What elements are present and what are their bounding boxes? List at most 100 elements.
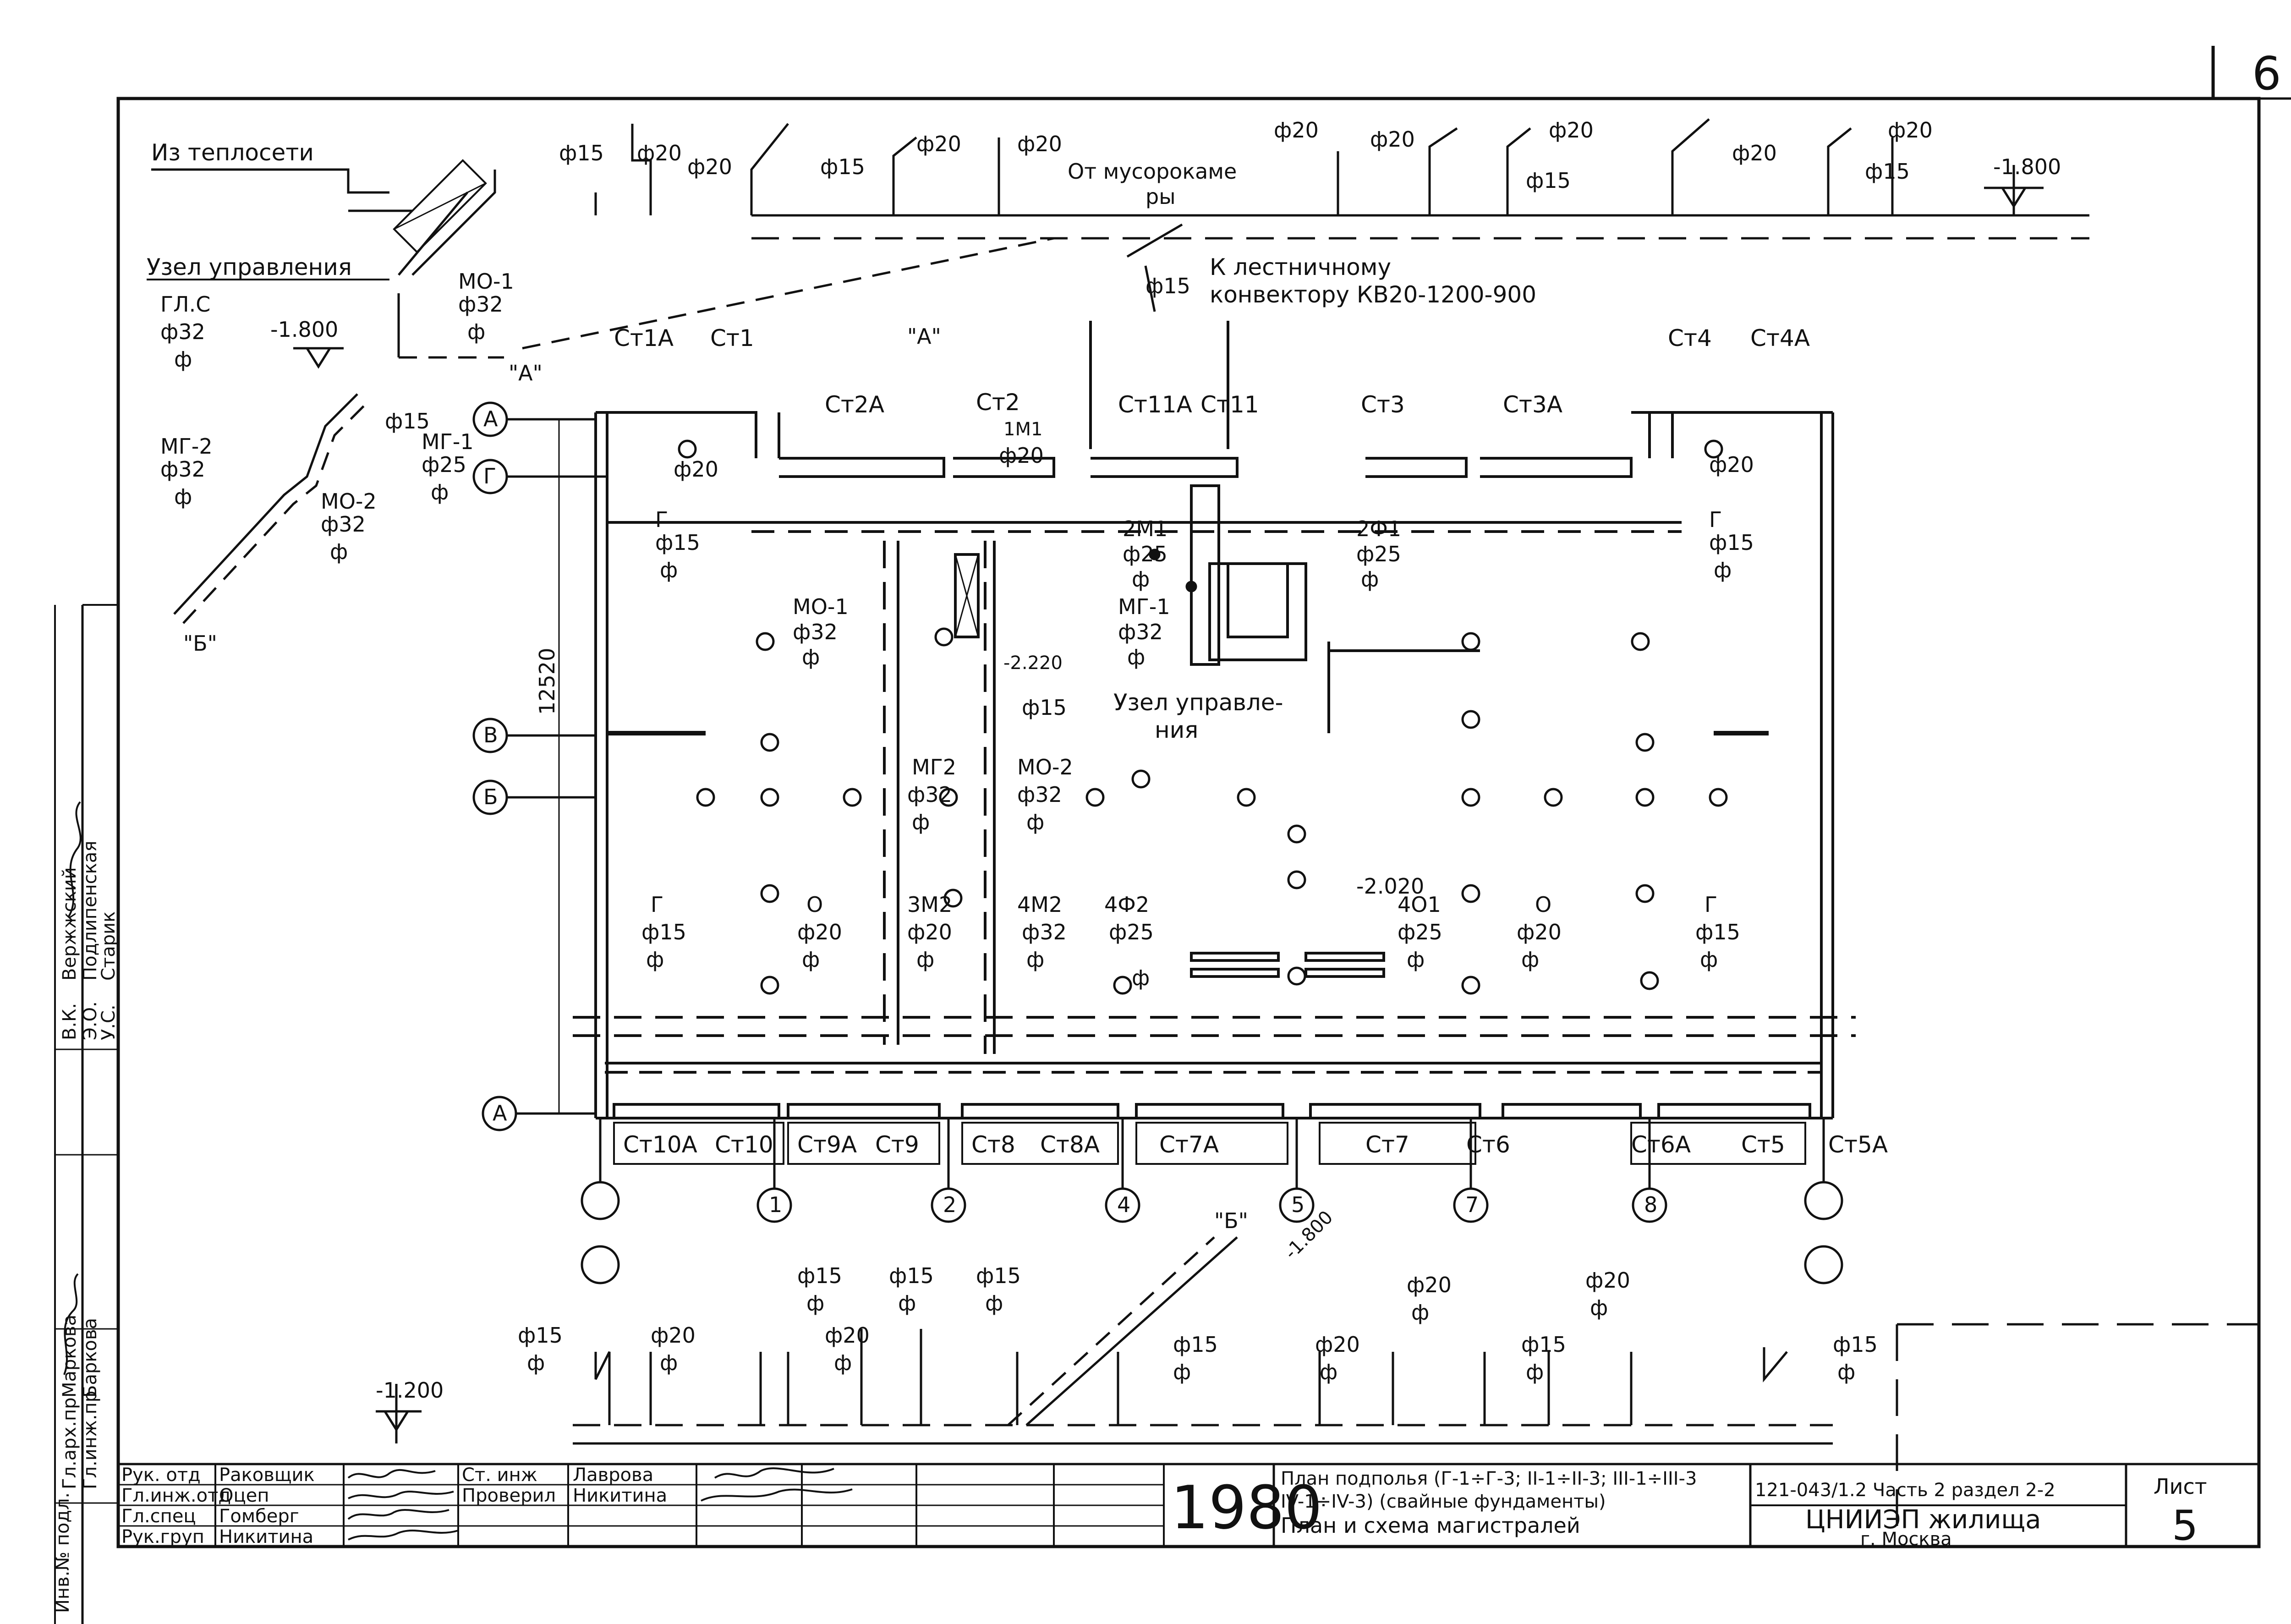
sheet-number-box: 6 <box>2211 46 2291 100</box>
axis-1: 1 <box>769 1192 782 1217</box>
mo1-top-tag: МО-1 <box>458 269 514 294</box>
bottom-phi-7: ф <box>1173 1360 1191 1384</box>
riser-st7: Ст7 <box>1365 1131 1409 1158</box>
side-stamp-vk: В.К. <box>59 1003 80 1040</box>
top-d-5: ф20 <box>916 132 961 156</box>
plan-axes <box>472 401 1843 1284</box>
side-stamp-name1: Вержжский <box>59 867 80 981</box>
tag-4o1-d: ф25 <box>1398 920 1442 944</box>
tb-r2-c3: Проверил <box>462 1485 556 1506</box>
bottom-d-3: ф15 <box>797 1263 842 1288</box>
bottom-d-11: ф20 <box>1585 1268 1630 1293</box>
riser-st8a: Ст8А <box>1040 1131 1100 1158</box>
side-stamp: В.К. Вержжский Э.О. Подлипенская У.С. Ст… <box>52 841 119 1613</box>
tag-mg2: МГ2 <box>912 755 956 779</box>
top-d-7: ф20 <box>1274 118 1319 143</box>
mo2-top-tag: МО-2 <box>321 489 377 514</box>
tag-4m2: 4М2 <box>1017 892 1062 917</box>
bottom-phi-8: ф <box>1320 1360 1337 1384</box>
riser-st9: Ст9 <box>875 1131 919 1158</box>
center-unit-1: Узел управле- <box>1113 689 1283 716</box>
tag-d15-center: ф15 <box>1022 695 1067 720</box>
riser-st5: Ст5 <box>1741 1131 1785 1158</box>
gl-c-tag: ГЛ.С <box>160 292 210 317</box>
tb-r2-c4: Никитина <box>573 1485 667 1506</box>
tb-code: 121-043/1.2 Часть 2 раздел 2-2 <box>1755 1480 2055 1501</box>
bottom-phi-12: ф <box>1837 1360 1855 1384</box>
bottom-phi-11: ф <box>1590 1295 1608 1320</box>
riser-st1: Ст1 <box>710 325 754 351</box>
tb-r3-c2: Гомберг <box>219 1506 299 1527</box>
tb-desc-1: План подполья (Г-1÷Г-3; II-1÷II-3; III-1… <box>1281 1468 1697 1489</box>
tb-sheet-label: Лист <box>2154 1474 2207 1499</box>
bottom-d-5: ф15 <box>889 1263 934 1288</box>
riser-st4: Ст4 <box>1668 325 1712 351</box>
tag-2f1-d: ф25 <box>1356 542 1401 566</box>
tag-d15-right: ф15 <box>1709 530 1754 555</box>
frame <box>116 97 2261 1548</box>
bottom-phi-6: ф <box>985 1291 1003 1316</box>
risers-top: Ст1А Ст1 Ст2А Ст2 Ст11А Ст11 Ст3 Ст3А Ст… <box>614 325 1810 418</box>
axis-v: В <box>483 723 498 747</box>
tag-mg1-d: ф32 <box>1118 620 1163 644</box>
riser-st2: Ст2 <box>976 389 1020 416</box>
mg2-top-phi: ф <box>174 484 192 509</box>
tag-mg1: МГ-1 <box>1118 594 1170 619</box>
tag-phi-right: ф <box>1714 558 1732 582</box>
gl-c-phi: ф <box>174 347 192 372</box>
top-d-11: ф20 <box>1732 141 1777 165</box>
from-chute-label-1: От мусорокаме <box>1068 159 1237 184</box>
bottom-d-1: ф15 <box>518 1323 563 1348</box>
bottom-phi-4: ф <box>834 1350 852 1375</box>
tag-2m1: 2М1 <box>1123 516 1167 541</box>
bottom-phi-9: ф <box>1411 1300 1429 1325</box>
bottom-d-6: ф15 <box>976 1263 1021 1288</box>
riser-st6a: Ст6А <box>1631 1131 1691 1158</box>
riser-st10a: Ст10А <box>623 1131 697 1158</box>
tb-desc-3: План и схема магистралей <box>1281 1513 1580 1538</box>
tag-1m1: 1М1 <box>1003 419 1042 440</box>
tag-phi-b9: ф <box>1700 947 1718 972</box>
riser-st3: Ст3 <box>1361 391 1405 418</box>
bottom-phi-3: ф <box>806 1291 824 1316</box>
bottom-d-4: ф20 <box>825 1323 870 1348</box>
bottom-d-2: ф20 <box>651 1323 696 1348</box>
bottom-d-9: ф20 <box>1407 1273 1452 1297</box>
tag-o-b2: О <box>806 892 823 917</box>
level-top-right: -1.800 <box>1993 154 2061 179</box>
tag-g-b9: Г <box>1705 892 1717 917</box>
to-stair-label-2: конвектору КВ20-1200-900 <box>1210 281 1536 308</box>
tag-d20-b2: ф20 <box>797 920 842 944</box>
top-d-9: ф20 <box>1549 118 1594 143</box>
b-mark-top: "Б" <box>183 631 217 656</box>
tag-phi-b8: ф <box>1521 947 1539 972</box>
gl-c-diam: ф32 <box>160 319 205 344</box>
mg1-top-phi: ф <box>431 480 449 505</box>
mg2-top-diam: ф32 <box>160 457 205 482</box>
tag-phi-left: ф <box>660 558 678 582</box>
tag-3m2-d: ф20 <box>907 920 952 944</box>
tb-r3-c1: Гл.спец <box>121 1506 196 1527</box>
top-d-12: ф15 <box>1865 159 1910 184</box>
mg2-top-tag: МГ-2 <box>160 434 213 459</box>
title-block <box>117 1463 2260 1548</box>
side-stamp-us: У.С. <box>98 1004 119 1040</box>
top-d-4: ф15 <box>820 154 865 179</box>
axis-2: 2 <box>943 1192 956 1217</box>
bottom-b-mark: "Б" <box>1214 1208 1248 1233</box>
tag-d20-b8: ф20 <box>1517 920 1562 944</box>
from-heating-network: Из теплосети <box>151 139 314 166</box>
mg1-top-d15: ф15 <box>385 409 430 433</box>
tb-r1-c3: Ст. инж <box>462 1465 537 1486</box>
tb-r4-c1: Рук.груп <box>121 1526 204 1547</box>
top-d-8: ф20 <box>1370 127 1415 152</box>
signatures <box>63 801 853 1541</box>
tag-2m1-d: ф25 <box>1123 542 1167 566</box>
tag-mg2-phi: ф <box>912 810 930 834</box>
tag-2f1-phi: ф <box>1361 567 1379 592</box>
tb-r1-c1: Рук. отд <box>121 1465 201 1486</box>
to-stair-label-1: К лестничному <box>1210 254 1391 280</box>
tb-sheet-value: 5 <box>2172 1502 2198 1550</box>
tag-mo1-phi: ф <box>802 645 820 669</box>
